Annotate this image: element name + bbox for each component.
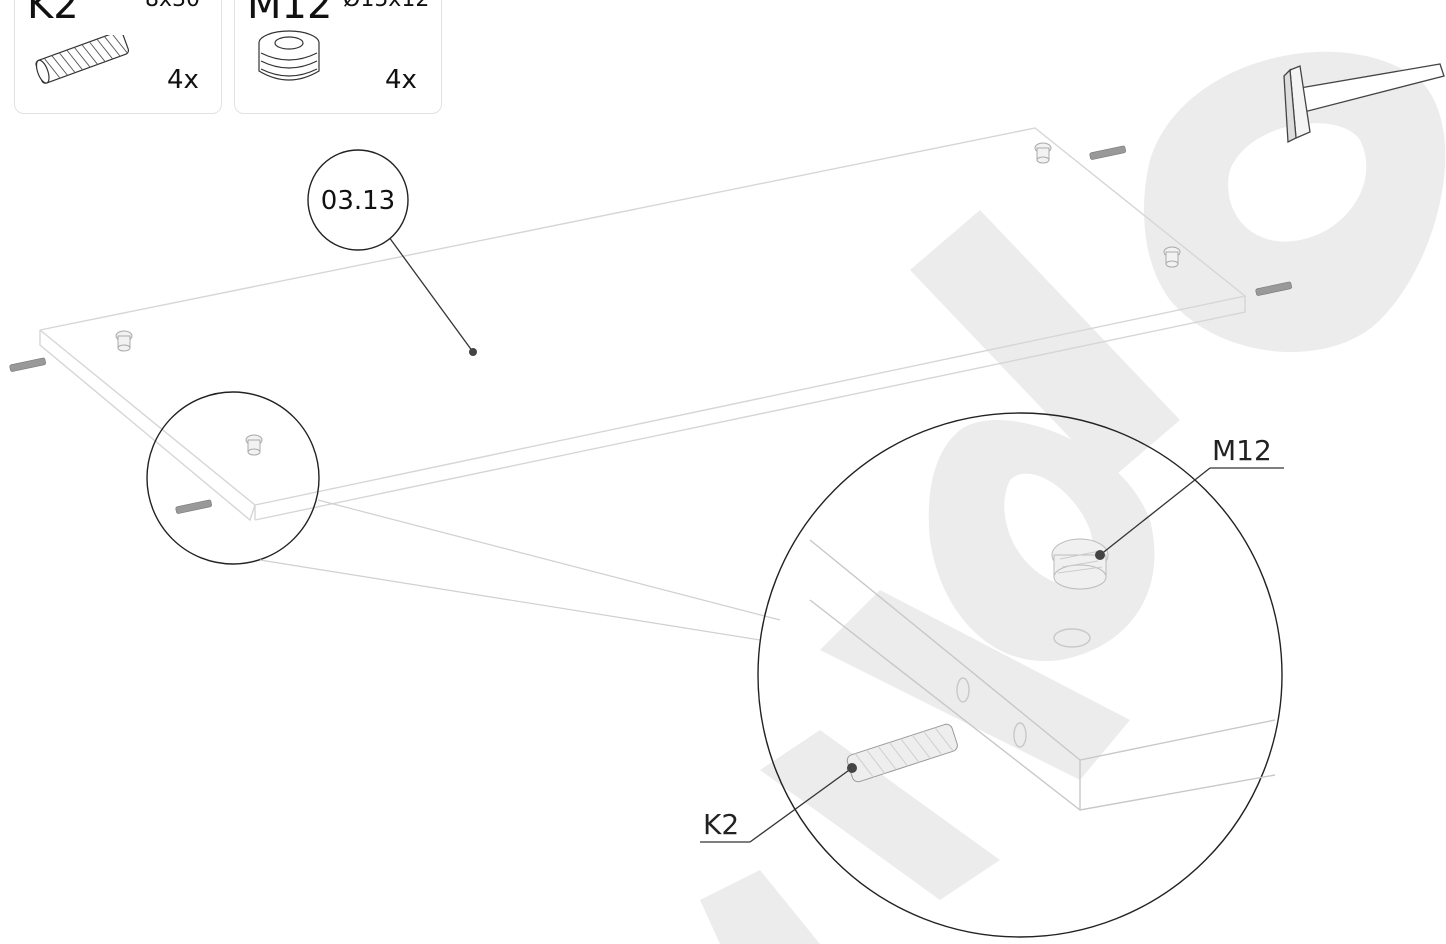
panel-callout-label: 03.13 xyxy=(321,186,395,216)
detail-connector-lines xyxy=(259,499,781,641)
part-card-k2: K2 8x30 4x xyxy=(14,0,222,114)
part-qty: 4x xyxy=(167,65,199,95)
detail-board xyxy=(809,539,1276,811)
k2-label: K2 xyxy=(703,808,740,841)
panel-cam-locks xyxy=(115,142,1181,456)
part-card-m12: M12 Ø15x12 4x xyxy=(234,0,442,114)
dowel-icon xyxy=(9,357,46,372)
cam-lock-icon xyxy=(1163,246,1181,268)
part-size: 8x30 xyxy=(145,0,200,13)
dowel-icon xyxy=(35,35,130,84)
cam-lock-icon xyxy=(1051,538,1109,590)
hammer-icon xyxy=(1283,63,1445,144)
panel-callout-circle xyxy=(307,149,409,251)
detail-source-circle xyxy=(146,391,320,565)
part-qty: 4x xyxy=(385,65,417,95)
dowel-icon xyxy=(1255,281,1292,296)
panel-dowels xyxy=(9,145,1292,514)
part-code: K2 xyxy=(27,0,79,28)
cam-lock-icon xyxy=(245,434,263,456)
part-size: Ø15x12 xyxy=(343,0,429,13)
panel-03-13 xyxy=(39,127,1247,522)
part-code: M12 xyxy=(247,0,333,28)
detail-circle xyxy=(757,412,1283,938)
dowel-icon xyxy=(1089,145,1126,160)
dowel-icon xyxy=(175,499,212,514)
watermark xyxy=(700,51,1446,944)
m12-leader xyxy=(1095,467,1284,560)
cam-lock-icon xyxy=(115,330,133,352)
panel-leader xyxy=(385,232,477,356)
cam-lock-icon xyxy=(258,30,320,81)
cam-lock-icon xyxy=(1034,142,1052,164)
k2-leader xyxy=(700,763,857,843)
m12-label: M12 xyxy=(1212,434,1272,467)
